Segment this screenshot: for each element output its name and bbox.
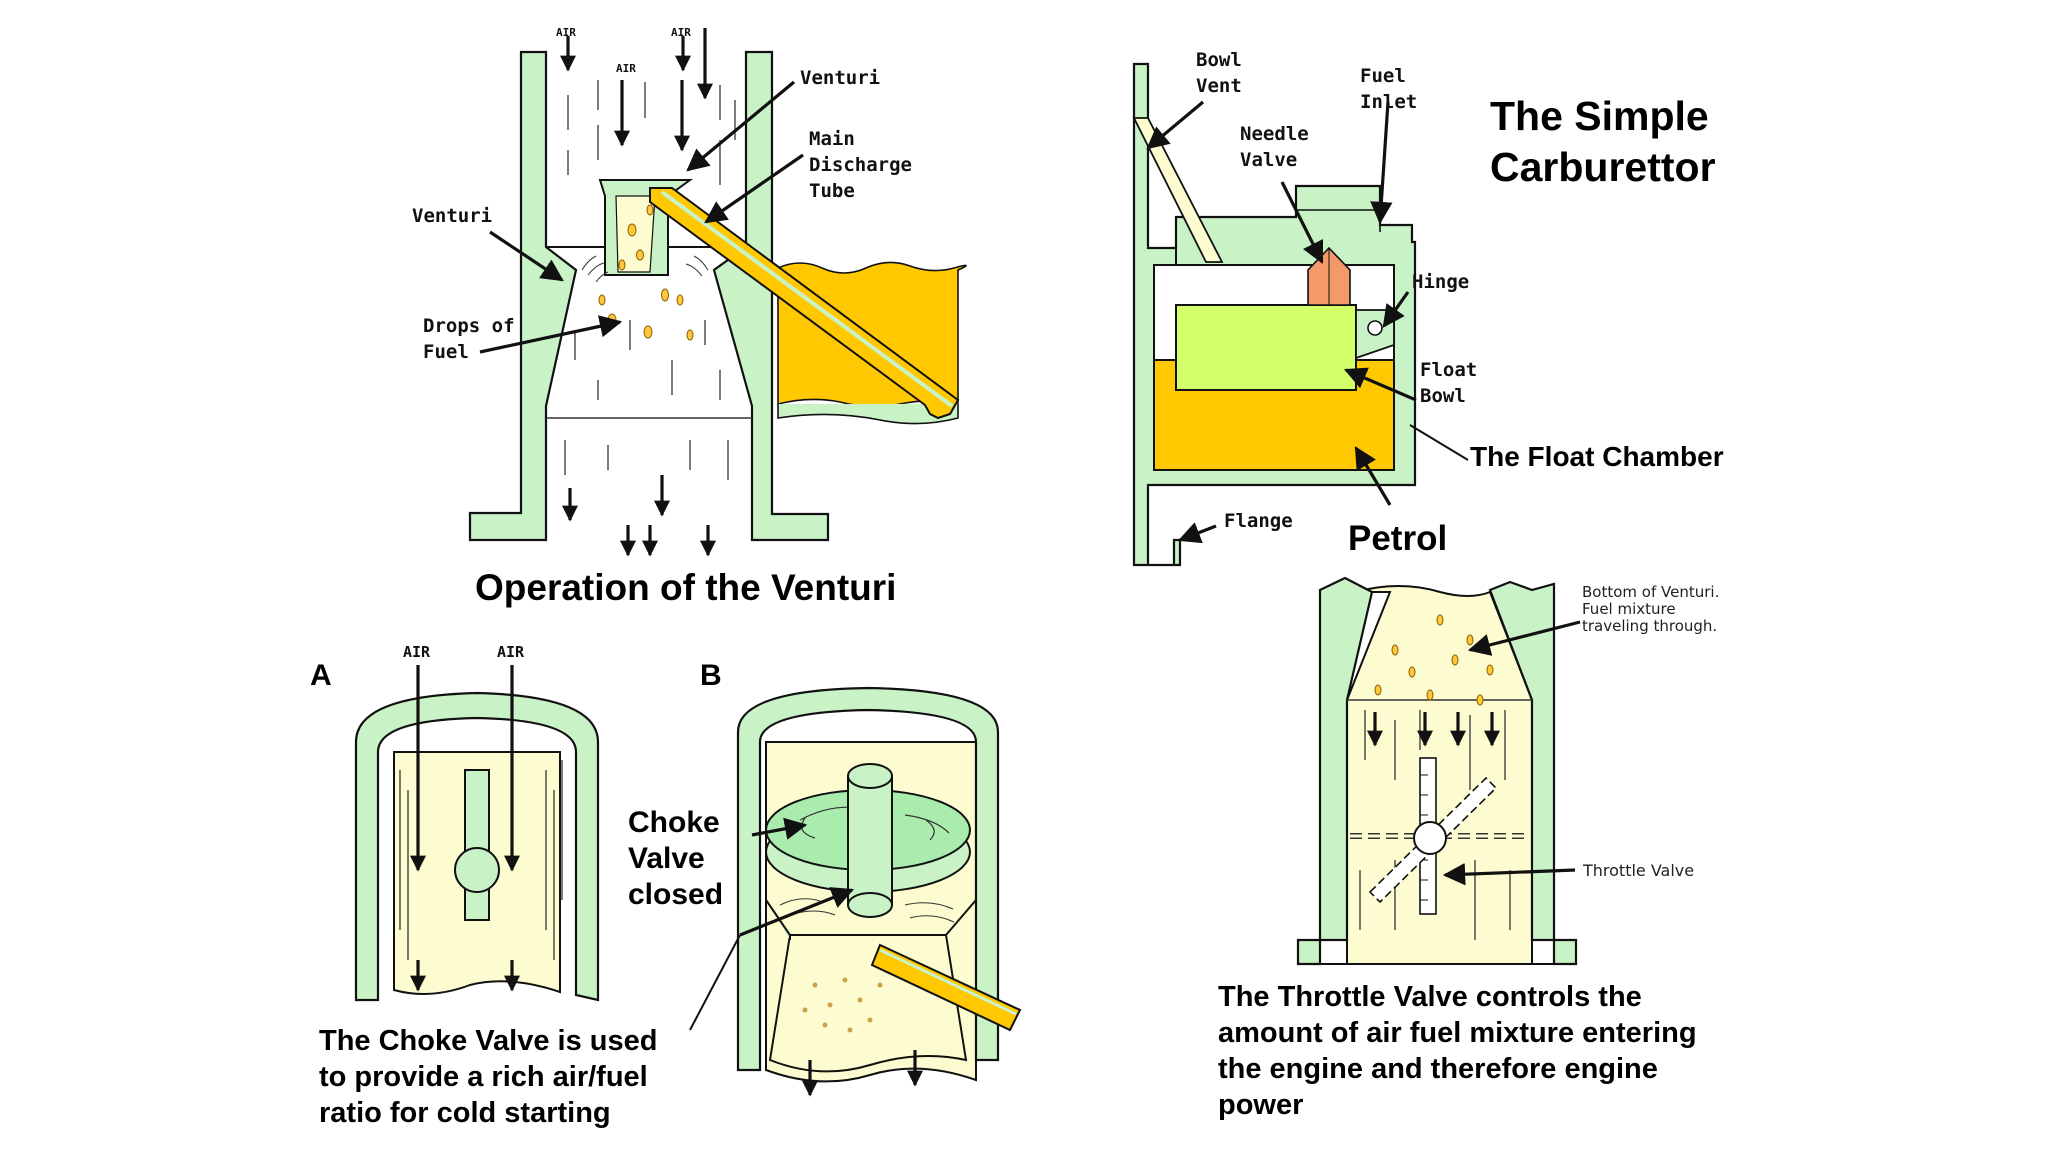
inlet-label: Inlet <box>1360 91 1417 113</box>
air-label: AIR <box>616 62 636 75</box>
choke-b-fuel-drops <box>802 977 883 1033</box>
petrol-label: Petrol <box>1348 519 1447 558</box>
closed-label: closed <box>628 878 723 911</box>
float-chamber-label: The Float Chamber <box>1470 441 1724 472</box>
throttle-caption-line: The Throttle Valve controls the <box>1218 981 1642 1013</box>
throttle-right-wall <box>1488 580 1578 966</box>
venturi-label: Venturi <box>412 205 492 227</box>
fuel-drops <box>598 204 694 341</box>
float-chamber-diagram: Bowl Vent Fuel Inlet Needle Valve Hinge … <box>1132 49 1724 567</box>
throttle-valve-label: Throttle Valve <box>1582 861 1694 880</box>
choke-caption-line: The Choke Valve is used <box>319 1025 657 1057</box>
carburettor-title: Carburettor <box>1490 144 1716 190</box>
choke-b-wall <box>736 686 1000 1072</box>
throttle-left-wall <box>1296 576 1374 966</box>
venturi-label: Venturi <box>800 67 880 89</box>
hinge-label: Hinge <box>1412 271 1469 293</box>
choke-caption-line: to provide a rich air/fuel <box>319 1061 648 1093</box>
fuel-label: Fuel <box>1360 65 1406 87</box>
main-label: Main <box>809 128 855 150</box>
throttle-valve-diagram: Bottom of Venturi. Fuel mixture travelin… <box>1218 576 1719 1121</box>
choke-a-shaft <box>464 769 490 921</box>
bowl-label: Bowl <box>1196 49 1242 71</box>
throttle-spindle <box>1413 821 1447 855</box>
throttle-fuel-drops <box>1374 614 1494 706</box>
throttle-caption-line: the engine and therefore engine <box>1218 1053 1658 1085</box>
air-label: AIR <box>671 26 691 39</box>
drops-of-fuel-label: Drops of <box>423 315 515 337</box>
choke-a-plate <box>454 847 500 893</box>
float-label: Float <box>1420 359 1477 381</box>
carburettor-title: The Simple <box>1490 93 1709 139</box>
valve-label: Valve <box>628 842 705 875</box>
valve-label: Valve <box>1240 149 1297 171</box>
bowl-vent-tube <box>1132 117 1224 263</box>
bottom-of-venturi-label: Bottom of Venturi. <box>1582 583 1719 601</box>
label-a: A <box>310 659 332 692</box>
fuel-label: Fuel <box>423 341 469 363</box>
choke-valve-closed-diagram: B Choke Valve closed The Choke Valve is … <box>319 659 1022 1129</box>
needle-label: Needle <box>1240 123 1309 145</box>
fuel-mixture-label: Fuel mixture <box>1582 600 1676 618</box>
choke-label: Choke <box>628 806 720 839</box>
air-label: AIR <box>497 643 525 661</box>
main-discharge-tube <box>649 187 960 420</box>
venturi-caption: Operation of the Venturi <box>475 567 896 608</box>
tube-label: Tube <box>809 180 855 202</box>
choke-a-wall <box>354 691 600 1002</box>
choke-b-discharge-tube <box>870 943 1022 1032</box>
air-label: AIR <box>403 643 431 661</box>
label-b: B <box>700 659 722 692</box>
choke-valve-open-diagram: A AIR AIR <box>310 643 600 1002</box>
discharge-label: Discharge <box>809 154 912 176</box>
choke-b-throat <box>768 934 968 1073</box>
throttle-caption-line: amount of air fuel mixture entering <box>1218 1017 1697 1049</box>
air-label: AIR <box>556 26 576 39</box>
float <box>1175 304 1357 391</box>
choke-caption-line: ratio for cold starting <box>319 1097 611 1129</box>
venturi-diagram: AIR AIR AIR Venturi Main Discharge Tube … <box>412 26 967 608</box>
venturi-left-wall <box>468 50 578 542</box>
throttle-caption-line: power <box>1218 1089 1303 1121</box>
traveling-through-label: traveling through. <box>1582 617 1717 635</box>
vent-label: Vent <box>1196 75 1242 97</box>
choke-b-shaft <box>847 775 893 906</box>
flange-label: Flange <box>1224 510 1293 532</box>
hinge-pin <box>1367 320 1383 336</box>
bowl-label: Bowl <box>1420 385 1466 407</box>
